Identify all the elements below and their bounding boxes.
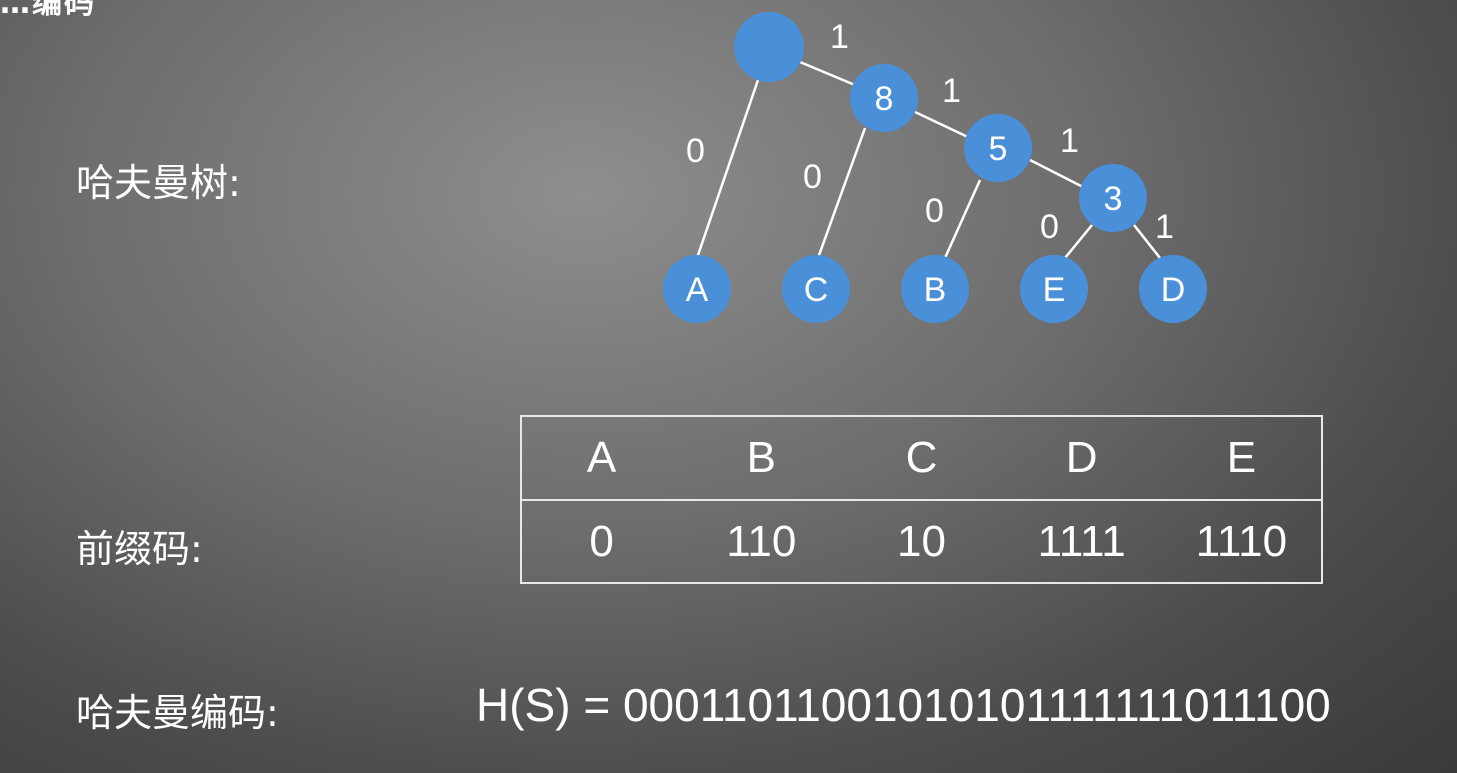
tree-leaf-A-label: A — [686, 271, 709, 309]
code-cell: 110 — [726, 516, 797, 566]
edge-label-5-B: 0 — [925, 192, 944, 230]
tree-leaf-D-label: D — [1161, 271, 1186, 309]
edge-label-3-D: 1 — [1155, 208, 1174, 246]
tree-node-3-label: 3 — [1104, 180, 1123, 218]
edge-root-8 — [799, 60, 863, 90]
edge-label-root-8: 1 — [830, 18, 849, 56]
tree-node-5: 5 — [964, 114, 1032, 182]
tree-node-5-label: 5 — [989, 130, 1008, 168]
edge-label-8-C: 0 — [803, 158, 822, 196]
prefix-code-table: A B C D E 0 110 10 1111 1110 — [520, 415, 1323, 584]
edge-8-C — [816, 127, 867, 259]
code-cell: 1111 — [1037, 516, 1126, 566]
edge-3-E — [1064, 224, 1093, 259]
tree-node-8: 8 — [850, 64, 918, 132]
tree-leaf-B-label: B — [924, 271, 947, 309]
edge-5-3 — [1029, 158, 1086, 190]
tree-leaf-D: D — [1139, 255, 1207, 323]
symbol-cell: A — [521, 416, 682, 501]
edge-label-5-3: 1 — [1060, 122, 1079, 160]
symbol-cell: D — [1001, 416, 1162, 501]
edge-5-B — [943, 179, 982, 259]
tree-leaf-E-label: E — [1043, 271, 1066, 309]
symbol-cell: C — [841, 416, 1002, 501]
tree-node-8-label: 8 — [875, 80, 894, 118]
tree-leaf-A: A — [663, 255, 731, 323]
symbol-cell: B — [681, 416, 842, 501]
huffman-encoding-value: H(S) = 00011011001010101111111011100 — [476, 679, 1331, 731]
edge-root-A — [695, 79, 760, 259]
tree-leaf-C-label: C — [804, 271, 829, 309]
symbol-cell: E — [1161, 416, 1322, 501]
edge-label-root-A: 0 — [686, 132, 705, 170]
tree-leaf-E: E — [1020, 255, 1088, 323]
code-cell: 10 — [896, 516, 946, 566]
prefix-table-code-row: 0 110 10 1111 1110 — [521, 500, 1322, 583]
tree-node-root — [734, 12, 804, 82]
slide-title-fragment: …编码 — [0, 0, 96, 21]
huffman-tree-diagram: 0 1 0 1 0 1 0 1 8 5 3 A C B E D — [663, 12, 1207, 323]
tree-leaf-B: B — [901, 255, 969, 323]
code-cell: 0 — [589, 516, 614, 566]
huffman-tree-label: 哈夫曼树: — [76, 161, 241, 205]
tree-node-3: 3 — [1079, 164, 1147, 232]
edge-label-3-E: 0 — [1040, 208, 1059, 246]
tree-leaf-C: C — [782, 255, 850, 323]
prefix-code-label: 前缀码: — [76, 527, 203, 571]
code-cell: 1110 — [1195, 516, 1288, 566]
edge-8-5 — [914, 110, 971, 140]
huffman-encoding-label: 哈夫曼编码: — [76, 691, 279, 735]
prefix-table-symbol-row: A B C D E — [521, 416, 1322, 501]
edge-3-D — [1133, 224, 1161, 259]
edge-label-8-5: 1 — [942, 72, 961, 110]
